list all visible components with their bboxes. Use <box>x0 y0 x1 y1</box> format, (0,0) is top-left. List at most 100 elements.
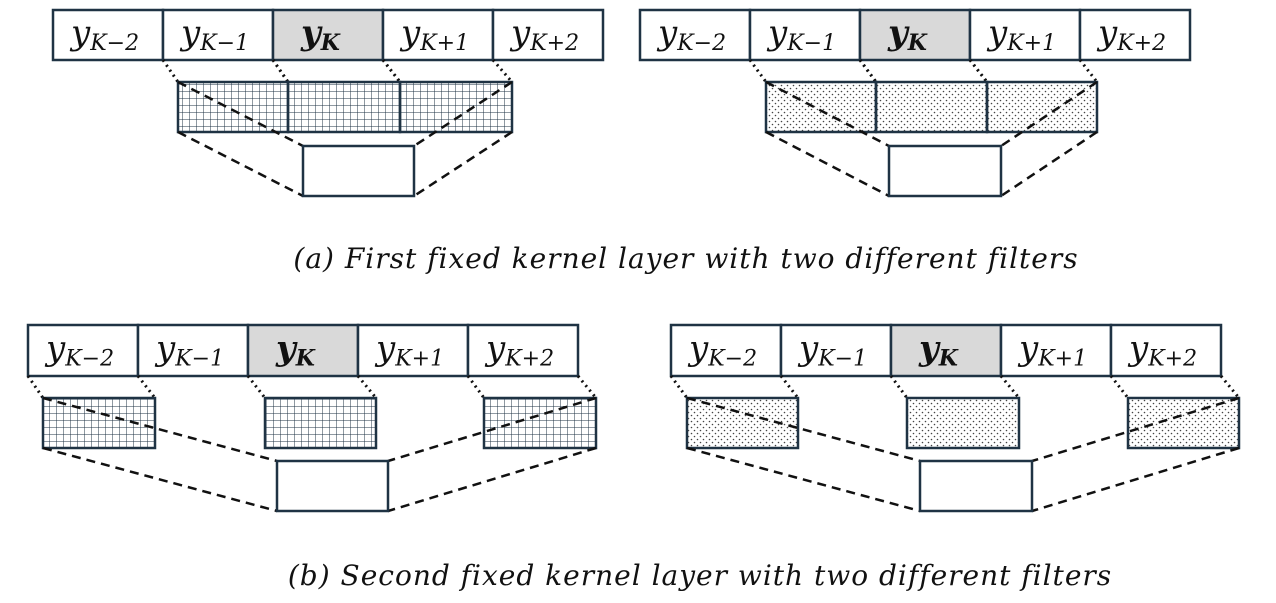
output-box <box>301 144 416 198</box>
sequence-cell-label: yK <box>275 329 316 372</box>
sequence-cell-label: yK <box>887 13 928 56</box>
output-connector <box>1031 446 1240 513</box>
sequence-cell: yK+2 <box>1078 8 1192 62</box>
output-connector <box>1000 80 1098 148</box>
sequence-cell-box <box>381 8 495 62</box>
receptive-field-line <box>576 375 598 399</box>
sequence-cell: yK+2 <box>491 8 605 62</box>
dotted-filter-box <box>905 396 1021 450</box>
output-box <box>275 459 390 513</box>
output-box <box>887 144 1003 198</box>
sequence-cell: yK−2 <box>638 8 752 62</box>
sequence-cell: yK+2 <box>466 323 580 378</box>
sequence-cell-box <box>491 8 605 62</box>
sequence-cell-label: yK <box>300 13 341 56</box>
sequence-cell: yK <box>271 8 385 62</box>
dotted-filter-box <box>985 80 1099 134</box>
panel-b-right: yK−2 yK−1 yK yK+1 yK+2 <box>669 323 1241 513</box>
panel-a-left: yK−2 yK−1 yK yK+1 yK+2 <box>51 8 605 198</box>
output-connector <box>765 130 890 198</box>
sequence-cell: yK−1 <box>748 8 862 62</box>
sequence-cell-label: yK+2 <box>1096 13 1166 56</box>
receptive-field-line <box>1219 375 1241 399</box>
sequence-cell-label: yK−2 <box>44 329 114 372</box>
sequence-cell-label: yK−2 <box>656 13 726 56</box>
grid-filter-box <box>482 396 598 450</box>
sequence-cell-box <box>246 323 360 378</box>
sequence-cell: yK−2 <box>26 323 140 378</box>
output-connector <box>387 446 597 513</box>
receptive-field-line <box>779 375 800 399</box>
caption-a: (a) First fixed kernel layer with two di… <box>293 242 1078 275</box>
output-connector <box>1031 396 1240 463</box>
sequence-cell-box <box>748 8 862 62</box>
output-connector <box>413 80 513 148</box>
grid-filter-box <box>41 396 157 450</box>
sequence-cell-label: yK+1 <box>399 13 469 56</box>
sequence-cell-label: yK <box>918 329 959 372</box>
receptive-field-line <box>26 375 45 399</box>
receptive-field-line <box>136 375 157 399</box>
grid-filter-box <box>398 80 514 134</box>
sequence-cell: yK <box>246 323 360 378</box>
sequence-cell-box <box>466 323 580 378</box>
receptive-field-line <box>246 375 267 399</box>
output-connector <box>686 396 921 463</box>
sequence-cell-label: yK+2 <box>509 13 579 56</box>
sequence-cell-box <box>1078 8 1192 62</box>
sequence-cell: yK−2 <box>51 8 165 62</box>
sequence-cell: yK <box>889 323 1003 378</box>
output-connector <box>42 446 278 513</box>
sequence-cell: yK−1 <box>161 8 275 62</box>
receptive-field-line <box>381 59 402 83</box>
panel-a-right: yK−2 yK−1 yK yK+1 yK+2 <box>638 8 1192 198</box>
sequence-cell-label: yK+1 <box>374 329 444 372</box>
sequence-cell-box <box>51 8 165 62</box>
sequence-cell-label: yK−2 <box>69 13 139 56</box>
receptive-field-line <box>889 375 909 399</box>
sequence-cell: yK+1 <box>381 8 495 62</box>
receptive-field-line <box>271 59 290 83</box>
output-connector <box>1000 130 1098 198</box>
sequence-cell: yK+2 <box>1109 323 1223 378</box>
sequence-cell: yK−1 <box>136 323 250 378</box>
receptive-field-line <box>1078 59 1099 83</box>
receptive-field-line <box>748 59 768 83</box>
output-connector <box>686 446 921 513</box>
panel-b-left: yK−2 yK−1 yK yK+1 yK+2 <box>26 323 598 513</box>
output-connector <box>42 396 278 463</box>
sequence-cell-label: yK−1 <box>797 329 867 372</box>
receptive-field-line <box>466 375 486 399</box>
sequence-cell-label: yK−1 <box>154 329 224 372</box>
sequence-cell-label: yK+2 <box>484 329 554 372</box>
receptive-field-line <box>1109 375 1130 399</box>
sequence-cell-box <box>999 323 1113 378</box>
dotted-filter-box <box>874 80 989 134</box>
sequence-cell: yK+1 <box>968 8 1082 62</box>
receptive-field-line <box>161 59 180 83</box>
sequence-cell-label: yK+1 <box>1017 329 1087 372</box>
sequence-cell: yK+1 <box>999 323 1113 378</box>
sequence-cell: yK−1 <box>779 323 893 378</box>
receptive-field-line <box>356 375 378 399</box>
dotted-filter-box <box>1126 396 1241 450</box>
output-connector <box>177 80 304 148</box>
caption-b: (b) Second fixed kernel layer with two d… <box>288 559 1112 592</box>
output-connector <box>387 396 597 463</box>
sequence-cell-label: yK−2 <box>687 329 757 372</box>
output-connector <box>765 80 890 148</box>
sequence-cell-label: yK−1 <box>766 13 836 56</box>
receptive-field-line <box>858 59 878 83</box>
sequence-cell: yK−2 <box>669 323 783 378</box>
sequence-cell-box <box>968 8 1082 62</box>
grid-filter-box <box>263 396 378 450</box>
receptive-field-line <box>491 59 514 83</box>
receptive-field-line <box>669 375 689 399</box>
output-connector <box>413 130 513 198</box>
receptive-field-line <box>968 59 989 83</box>
receptive-field-line <box>999 375 1021 399</box>
output-box <box>918 459 1034 513</box>
output-connector <box>177 130 304 198</box>
sequence-cell: yK+1 <box>356 323 470 378</box>
